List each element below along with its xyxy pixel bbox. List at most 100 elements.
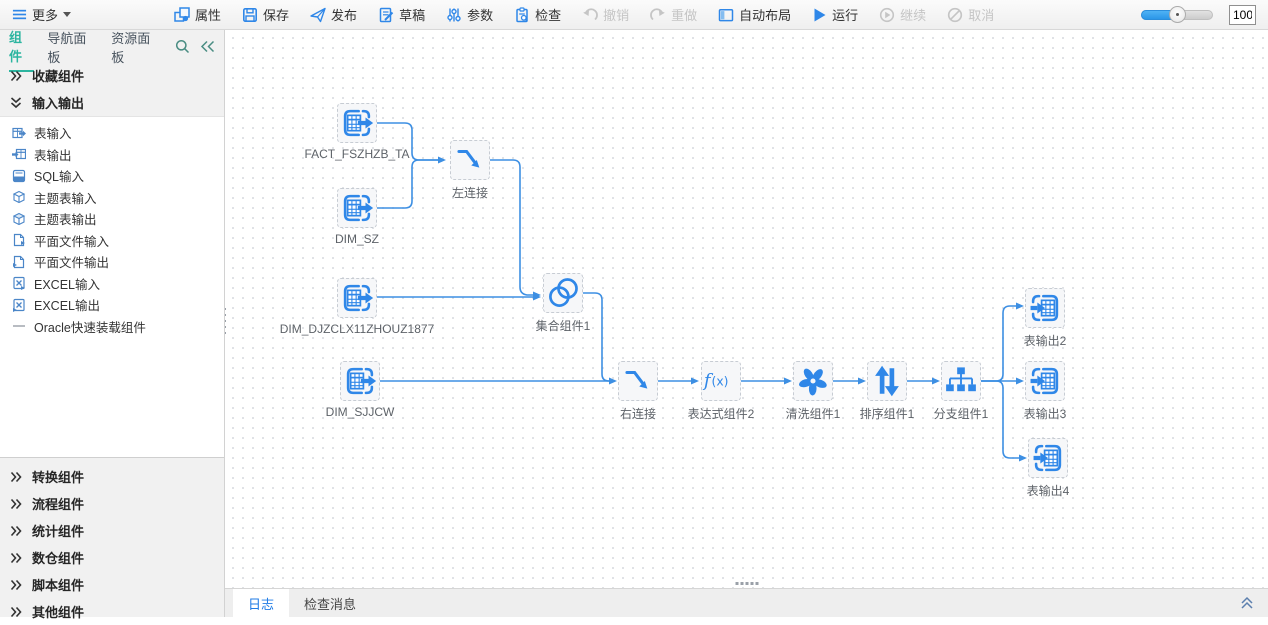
sidebar-item-table-output[interactable]: 表输出: [0, 144, 224, 166]
node-fact-fszhzb-ta[interactable]: FACT_FSZHZB_TA: [304, 103, 410, 161]
properties-icon: [174, 6, 190, 22]
node-dim-djzclx11zhouz1877[interactable]: DIM_DJZCLX11ZHOUZ1877: [280, 278, 434, 336]
table-output-icon: [1030, 367, 1059, 395]
sidebar-item-sql-input[interactable]: SQL输入: [0, 165, 224, 187]
join-icon: [625, 370, 648, 389]
node-union-1[interactable]: 集合组件1: [536, 273, 590, 333]
expand-panel-button[interactable]: [1226, 589, 1268, 617]
svg-text:(x): (x): [712, 375, 729, 389]
item-label: SQL输入: [34, 170, 85, 185]
sidebar-item-oracle-loader[interactable]: Oracle快速装载组件: [0, 316, 224, 338]
sidebar-item-subject-table-output[interactable]: 主题表输出: [0, 208, 224, 230]
join-icon: [457, 149, 480, 168]
expression-icon: f (x): [702, 371, 729, 392]
sidebar-item-excel-input[interactable]: EXCEL输入: [0, 273, 224, 295]
node-left-join[interactable]: 左连接: [450, 140, 490, 200]
excel-input-icon: [13, 277, 25, 291]
section-other-components[interactable]: 其他组件: [0, 598, 224, 625]
node-dim-sz[interactable]: DIM_SZ: [335, 188, 379, 246]
save-icon: [243, 7, 258, 22]
section-favorite-components[interactable]: 收藏组件: [0, 62, 224, 89]
sidebar-item-flat-file-output[interactable]: 平面文件输出: [0, 251, 224, 273]
publish-button[interactable]: 发布: [310, 5, 357, 24]
tab-log[interactable]: 日志: [233, 589, 290, 617]
node-branch-1[interactable]: 分支组件1: [934, 361, 988, 421]
section-flow-components[interactable]: 流程组件: [0, 490, 224, 517]
section-statistics-components[interactable]: 统计组件: [0, 517, 224, 544]
undo-icon: [583, 7, 599, 20]
more-button[interactable]: 更多: [12, 5, 72, 24]
node-label: 右连接: [619, 407, 657, 421]
redo-button[interactable]: 重做: [650, 5, 697, 24]
cancel-button[interactable]: 取消: [947, 5, 994, 24]
node-label: 表输出4: [1026, 484, 1070, 498]
node-label: DIM_DJZCLX11ZHOUZ1877: [279, 322, 435, 336]
node-table-output-2[interactable]: 表输出2: [1024, 288, 1066, 348]
zoom-input[interactable]: [1229, 4, 1256, 25]
node-expression-2[interactable]: f (x) 表达式组件2: [688, 361, 754, 421]
undo-button[interactable]: 撤销: [582, 5, 629, 24]
node-right-join[interactable]: 右连接: [618, 361, 658, 421]
properties-button[interactable]: 属性: [174, 5, 221, 24]
check-button[interactable]: 检查: [514, 5, 561, 24]
sidebar-item-table-input[interactable]: 表输入: [0, 122, 224, 144]
run-button[interactable]: 运行: [812, 5, 858, 24]
section-warehouse-components[interactable]: 数仓组件: [0, 544, 224, 571]
node-label: DIM_SZ: [334, 232, 380, 246]
canvas-column: FACT_FSZHZB_TA DIM_SZ: [225, 30, 1268, 617]
auto-layout-label: 自动布局: [739, 8, 792, 23]
subject-table-input-icon: [12, 191, 26, 204]
section-script-components[interactable]: 脚本组件: [0, 571, 224, 598]
panel-resize-handle[interactable]: [735, 582, 758, 585]
node-table-output-4[interactable]: 表输出4: [1027, 438, 1069, 498]
save-button[interactable]: 保存: [242, 5, 289, 24]
tab-components[interactable]: 组件: [9, 20, 35, 72]
tab-navigation-panel[interactable]: 导航面板: [47, 31, 87, 65]
component-item-list: 表输入 表输出 SQL输入: [0, 116, 224, 458]
tab-resource-panel[interactable]: 资源面板: [111, 31, 151, 65]
table-input-icon: [346, 367, 377, 395]
draft-icon: [379, 7, 394, 22]
flow-canvas[interactable]: FACT_FSZHZB_TA DIM_SZ: [225, 30, 1268, 588]
sidebar-item-flat-file-input[interactable]: 平面文件输入: [0, 230, 224, 252]
search-icon[interactable]: [175, 39, 190, 54]
toolbar: 更多 属性 保存 发布 草稿: [0, 0, 1268, 30]
tab-check-messages-label: 检查消息: [304, 596, 357, 612]
tab-log-label: 日志: [248, 596, 275, 612]
parameters-button[interactable]: 参数: [446, 5, 493, 24]
sidebar-resize-handle[interactable]: [225, 308, 226, 338]
sidebar-item-excel-output[interactable]: EXCEL输出: [0, 294, 224, 316]
subject-table-output-icon: [12, 212, 26, 225]
sort-icon: [875, 365, 899, 397]
sidebar-item-subject-table-input[interactable]: 主题表输入: [0, 187, 224, 209]
svg-text:f: f: [702, 371, 714, 392]
item-label: 平面文件输出: [34, 256, 110, 271]
node-sort-1[interactable]: 排序组件1: [860, 361, 914, 421]
zoom-slider[interactable]: [1141, 5, 1213, 23]
chevron-double-up-icon: [1241, 596, 1253, 609]
table-output-icon: [12, 149, 26, 160]
table-input-icon: [12, 127, 26, 138]
node-table-output-3[interactable]: 表输出3: [1024, 361, 1066, 421]
section-label: 其他组件: [32, 605, 85, 620]
section-label: 收藏组件: [32, 69, 85, 84]
resume-button[interactable]: 继续: [879, 5, 926, 24]
section-label: 转换组件: [32, 470, 85, 485]
table-input-icon: [343, 284, 374, 312]
chevron-right-icon: [10, 70, 22, 81]
node-label: 清洗组件1: [785, 407, 841, 421]
item-label: 表输出: [34, 148, 72, 163]
parameters-label: 参数: [467, 8, 494, 23]
draft-button[interactable]: 草稿: [378, 5, 425, 24]
section-label: 数仓组件: [32, 551, 85, 566]
auto-layout-button[interactable]: 自动布局: [718, 5, 791, 24]
section-input-output[interactable]: 输入输出: [0, 89, 224, 116]
node-dim-sjjcw[interactable]: DIM_SJJCW: [326, 361, 394, 419]
tab-check-messages[interactable]: 检查消息: [289, 589, 371, 617]
zoom-slider-handle[interactable]: [1169, 5, 1186, 23]
caret-down-icon: [63, 12, 72, 17]
collapse-sidebar-icon[interactable]: [200, 40, 215, 53]
section-transform-components[interactable]: 转换组件: [0, 463, 224, 490]
node-clean-1[interactable]: 清洗组件1: [786, 361, 840, 421]
excel-output-icon: [13, 298, 25, 312]
